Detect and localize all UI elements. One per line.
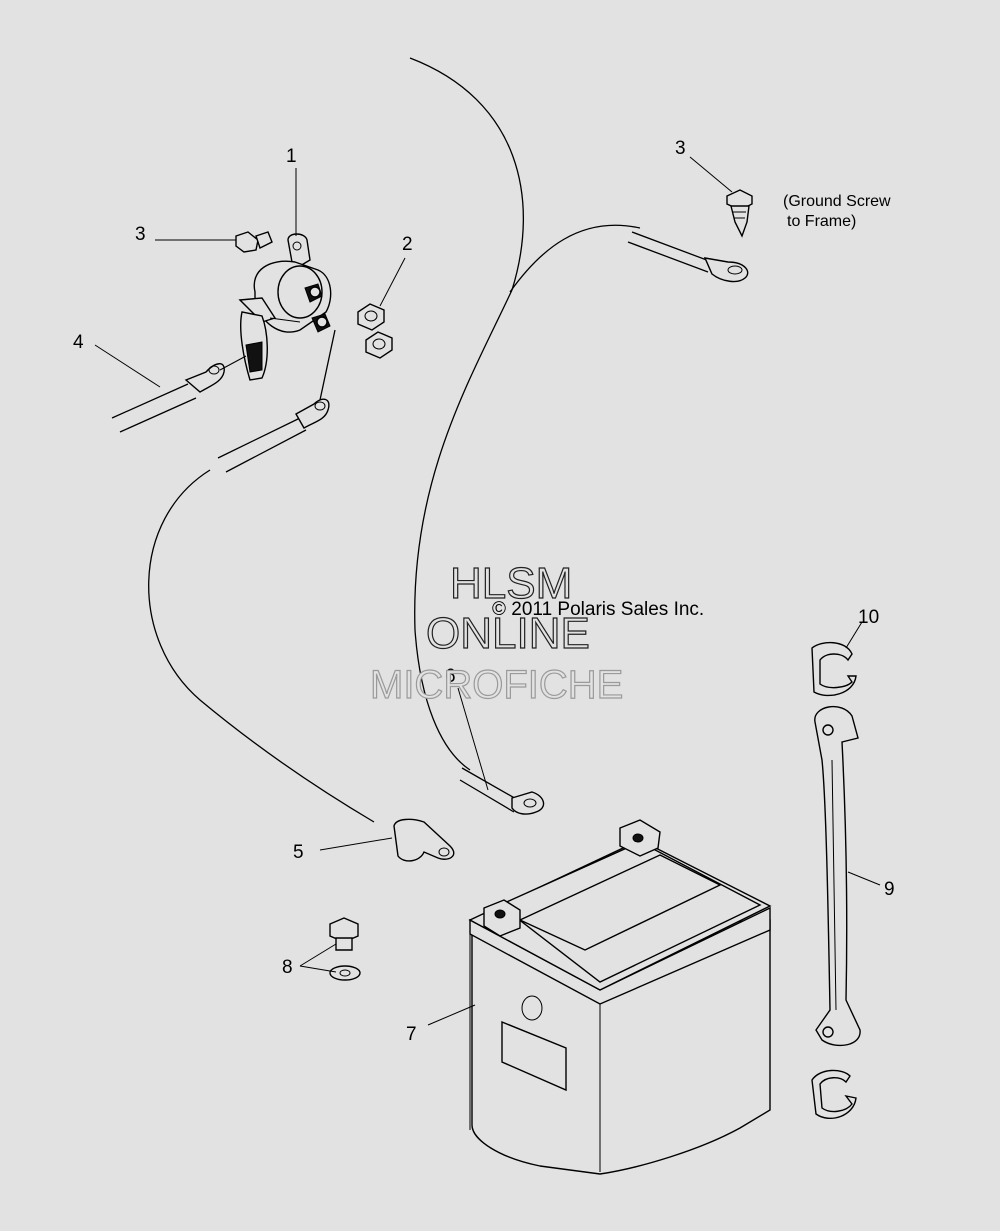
copyright-notice: © 2011 Polaris Sales Inc. bbox=[492, 599, 704, 620]
ground-screw bbox=[726, 189, 753, 238]
callout-7: 7 bbox=[406, 1024, 417, 1045]
nuts bbox=[357, 303, 393, 359]
solenoid-mounting-screw bbox=[235, 231, 273, 253]
watermark-hlsm: HLSM bbox=[450, 559, 572, 608]
bolt-and-washer bbox=[329, 917, 361, 981]
watermark-microfiche: MICROFICHE bbox=[370, 663, 623, 707]
strap-clip-top bbox=[811, 641, 857, 697]
callout-1: 1 bbox=[286, 146, 297, 167]
cable-5 bbox=[148, 329, 455, 862]
callout-3-right: 3 bbox=[675, 138, 686, 159]
cable-4 bbox=[111, 355, 247, 433]
battery bbox=[468, 819, 772, 1175]
callout-6: 6 bbox=[445, 666, 456, 687]
callout-9: 9 bbox=[884, 879, 895, 900]
battery-strap bbox=[814, 705, 861, 1047]
callout-5: 5 bbox=[293, 842, 304, 863]
watermark-online: ONLINE bbox=[426, 609, 590, 658]
callout-3-left: 3 bbox=[135, 224, 146, 245]
ground-cable-terminal bbox=[627, 231, 749, 283]
callout-2: 2 bbox=[402, 234, 413, 255]
solenoid bbox=[238, 233, 332, 381]
strap-clip-bottom bbox=[811, 1069, 857, 1119]
ground-note-line2: to Frame) bbox=[787, 213, 856, 230]
callout-8: 8 bbox=[282, 957, 293, 978]
callout-4: 4 bbox=[73, 332, 84, 353]
callout-10: 10 bbox=[858, 607, 879, 628]
ground-note-line1: (Ground Screw bbox=[783, 193, 891, 210]
long-cable-upper bbox=[409, 57, 641, 631]
cable-6-end bbox=[414, 629, 545, 815]
leader-lines bbox=[94, 156, 881, 1026]
